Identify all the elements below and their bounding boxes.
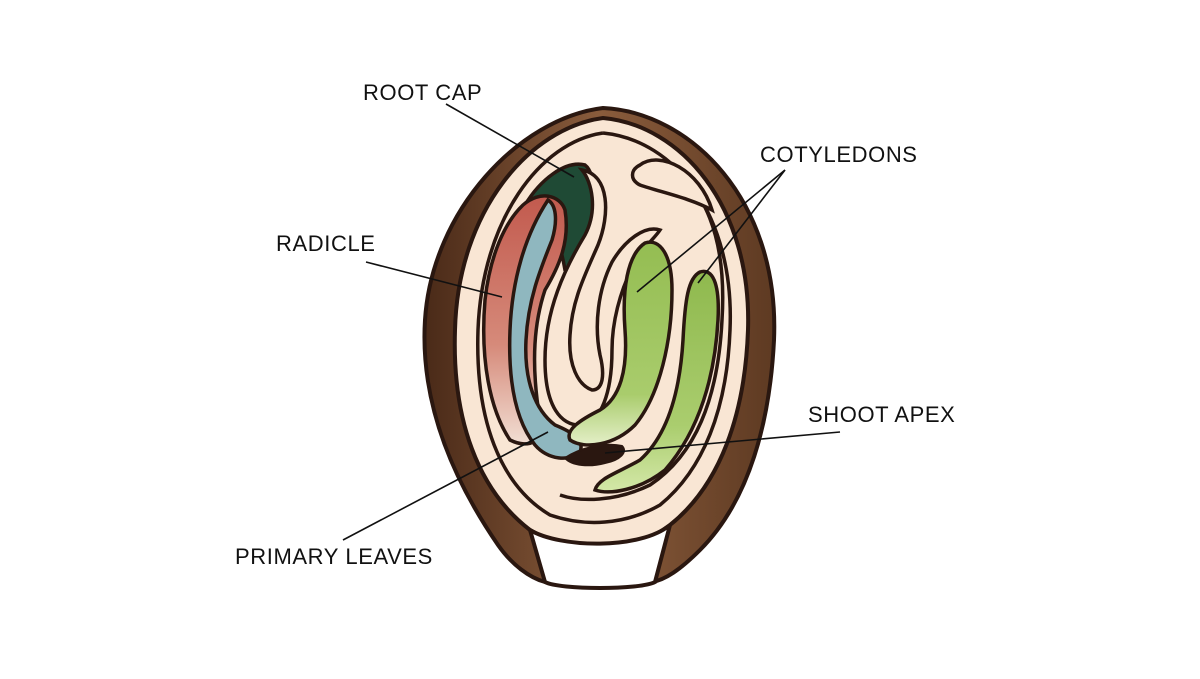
inner-loop-top — [630, 158, 715, 214]
label-root-cap: ROOT CAP — [363, 80, 483, 105]
leader-cotyledons-2 — [697, 169, 786, 284]
leader-shoot-apex — [604, 431, 841, 454]
label-primary-leaves: PRIMARY LEAVES — [235, 544, 433, 569]
cotyledon-inner — [567, 240, 674, 447]
cotyledon-outer — [592, 269, 721, 494]
inner-contour-mid — [559, 163, 725, 502]
embryo-fold — [543, 167, 663, 427]
label-radicle: RADICLE — [276, 231, 376, 256]
leader-primary-leaves — [342, 431, 549, 541]
shoot-apex — [563, 443, 625, 467]
leader-cotyledons-1 — [636, 169, 786, 293]
leader-radicle — [365, 261, 503, 298]
leader-root-cap — [445, 103, 575, 178]
seed-base — [526, 519, 674, 590]
label-shoot-apex: SHOOT APEX — [808, 402, 956, 427]
inner-contour-outer — [476, 131, 732, 525]
label-cotyledons: COTYLEDONS — [760, 142, 918, 167]
